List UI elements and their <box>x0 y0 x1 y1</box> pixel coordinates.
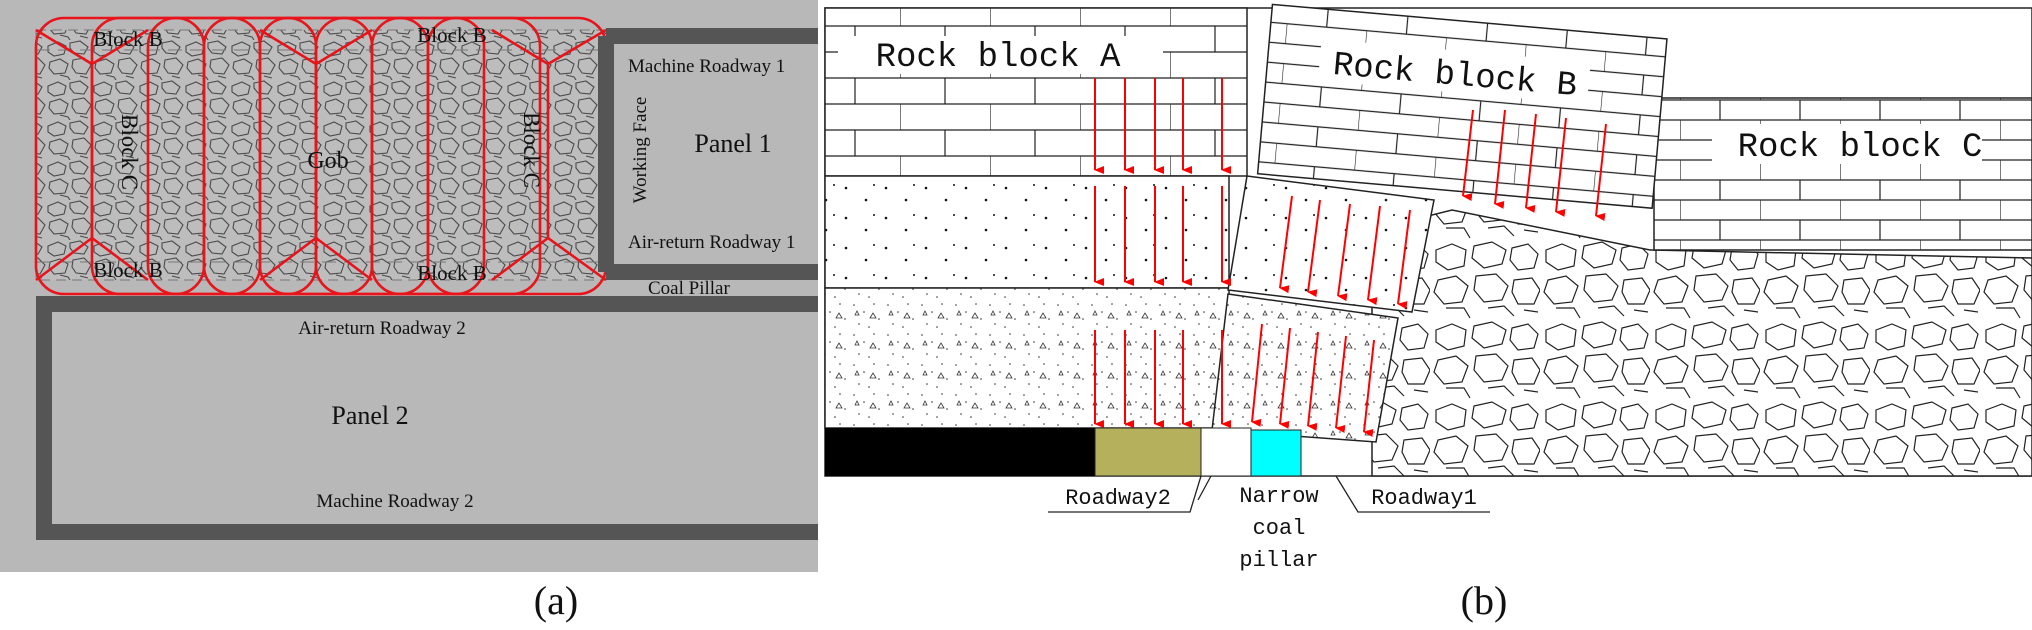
label-roadway1: Roadway1 <box>1371 486 1477 511</box>
coal-seam <box>825 428 1095 476</box>
speckled-layer-a <box>824 287 1230 429</box>
dotted-layer-b <box>1227 175 1435 313</box>
arrow-b7 <box>1307 199 1321 298</box>
arrow-b6 <box>1279 195 1293 294</box>
label-block-c-left: Block C <box>117 114 142 190</box>
label-rock-block-a: Rock block A <box>876 39 1121 77</box>
label-air-return-roadway-1: Air-return Roadway 1 <box>628 232 795 253</box>
label-machine-roadway-2: Machine Roadway 2 <box>316 491 473 512</box>
leader-roadway2 <box>1048 475 1202 513</box>
label-block-c-right: Block C <box>519 112 544 188</box>
rock-block-b-group: Rock block B <box>1256 3 1668 210</box>
block-c-mid-lines <box>259 28 373 282</box>
panel-2-roadways <box>36 296 818 540</box>
arrow-b15 <box>1363 339 1375 437</box>
label-block-b-top-left: Block B <box>93 27 162 51</box>
dotted-layer-a <box>824 175 1230 289</box>
label-block-b-bottom-left: Block B <box>93 258 162 282</box>
label-machine-roadway-1: Machine Roadway 1 <box>628 56 785 77</box>
arrow-b3 <box>1525 113 1537 213</box>
arrow-b11 <box>1251 323 1263 427</box>
arrow-b9 <box>1367 205 1381 306</box>
arrow-b1 <box>1462 109 1474 202</box>
arrow-b13 <box>1307 331 1319 431</box>
label-block-b-bottom-right: Block B <box>417 261 486 285</box>
arrow-b8 <box>1337 203 1351 302</box>
leader-roadway1 <box>1335 475 1490 513</box>
roadway-2 <box>1094 427 1202 477</box>
label-coal-pillar: Coal Pillar <box>648 278 730 299</box>
block-c-left-lines <box>35 28 149 282</box>
label-narrow-coal-pillar-line3: pillar <box>1239 548 1318 573</box>
rock-block-b <box>1256 3 1668 210</box>
leader-narrow-coal-pillar <box>1197 475 1212 501</box>
label-gob: Gob <box>307 148 348 174</box>
block-c-right-lines <box>491 28 607 282</box>
rock-block-c <box>1653 97 2032 251</box>
label-panel-1: Panel 1 <box>694 129 771 158</box>
caption-a: (a) <box>534 578 578 623</box>
arrow-b5 <box>1595 123 1607 221</box>
narrow-coal-pillar <box>1200 427 1252 477</box>
rock-block-a-label-bg <box>838 36 1163 74</box>
label-narrow-coal-pillar-line1: Narrow <box>1239 484 1318 509</box>
label-block-b-top-right: Block B <box>417 23 486 47</box>
load-arrows <box>1094 78 1607 437</box>
block-outlines <box>34 16 608 296</box>
label-rock-block-c: Rock block C <box>1738 129 1983 167</box>
arrow-b12 <box>1279 327 1291 429</box>
panel-1-roadways <box>598 28 818 280</box>
label-narrow-coal-pillar-line2: coal <box>1253 516 1306 541</box>
label-air-return-roadway-2: Air-return Roadway 2 <box>298 318 465 339</box>
roadway-1 <box>1250 429 1302 477</box>
label-working-face: Working Face <box>630 97 651 204</box>
label-panel-2: Panel 2 <box>331 401 408 430</box>
caption-b: (b) <box>1461 578 1508 623</box>
panel-a: Block B Block B Block B Block B Block C … <box>0 0 818 623</box>
rubble-zone <box>1371 209 2032 477</box>
arrow-b14 <box>1335 335 1347 433</box>
arrow-b4 <box>1555 117 1567 217</box>
panel-b: Rock block A Rock block C Rock block B <box>824 3 2032 623</box>
arrow-b2 <box>1494 109 1506 209</box>
label-roadway2: Roadway2 <box>1065 486 1171 511</box>
rock-block-b-label-bg <box>1317 38 1591 105</box>
arrow-b10 <box>1397 209 1411 310</box>
rock-block-c-label-bg <box>1712 124 1982 164</box>
speckled-layer-b <box>1211 293 1399 443</box>
gob-area <box>35 29 607 281</box>
